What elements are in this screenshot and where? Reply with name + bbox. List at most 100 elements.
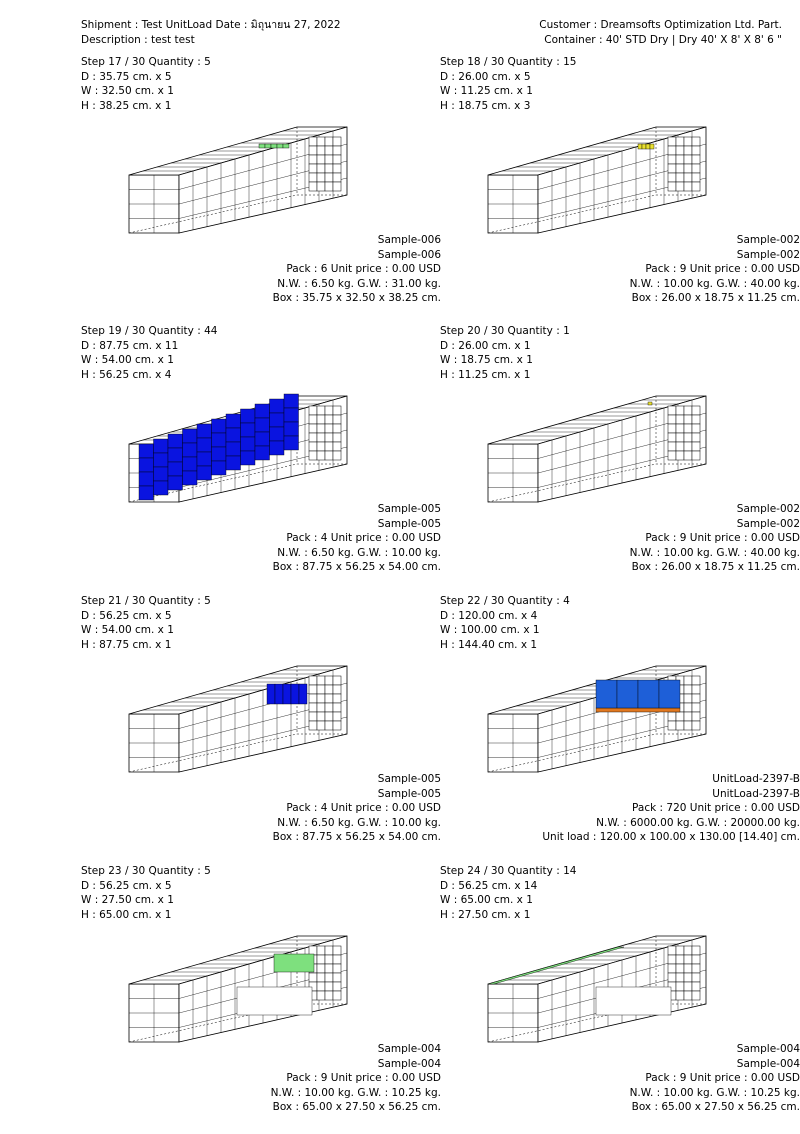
step-panel: Step 22 / 30 Quantity : 4 D : 120.00 cm. … bbox=[440, 594, 800, 864]
pack-price-line: Pack : 6 Unit price : 0.00 USD bbox=[286, 263, 441, 276]
step-info: Step 17 / 30 Quantity : 5 D : 35.75 cm. x… bbox=[81, 55, 211, 113]
depth-line: D : 35.75 cm. x 5 bbox=[81, 70, 172, 83]
header-left: Shipment : Test UnitLoad Date : มิถุนายน… bbox=[81, 18, 341, 48]
pack-price-line: Pack : 720 Unit price : 0.00 USD bbox=[632, 802, 800, 815]
pack-price-line: Pack : 9 Unit price : 0.00 USD bbox=[645, 1072, 800, 1085]
step-panel: Step 23 / 30 Quantity : 5 D : 56.25 cm. x… bbox=[81, 864, 441, 1134]
item-name-secondary: Sample-005 bbox=[377, 787, 441, 800]
item-name: Sample-004 bbox=[377, 1043, 441, 1055]
pack-price-line: Pack : 4 Unit price : 0.00 USD bbox=[286, 532, 441, 545]
container-3d-view bbox=[487, 935, 707, 1043]
depth-line: D : 56.25 cm. x 5 bbox=[81, 609, 172, 622]
depth-line: D : 56.25 cm. x 5 bbox=[81, 879, 172, 892]
box-dimension-line: Box : 65.00 x 27.50 x 56.25 cm. bbox=[631, 1101, 800, 1114]
width-line: W : 54.00 cm. x 1 bbox=[81, 354, 174, 367]
depth-line: D : 26.00 cm. x 5 bbox=[440, 70, 531, 83]
width-line: W : 54.00 cm. x 1 bbox=[81, 624, 174, 637]
customer-line: Customer : Dreamsofts Optimization Ltd. … bbox=[539, 19, 782, 31]
step-quantity-line: Step 23 / 30 Quantity : 5 bbox=[81, 865, 211, 877]
step-panel: Step 17 / 30 Quantity : 5 D : 35.75 cm. x… bbox=[81, 55, 441, 325]
weight-line: N.W. : 10.00 kg. G.W. : 40.00 kg. bbox=[629, 546, 800, 559]
height-line: H : 56.25 cm. x 4 bbox=[81, 368, 172, 381]
item-name-secondary: Sample-004 bbox=[377, 1057, 441, 1070]
weight-line: N.W. : 6.50 kg. G.W. : 10.00 kg. bbox=[277, 816, 441, 829]
step-info: Step 22 / 30 Quantity : 4 D : 120.00 cm. … bbox=[440, 594, 570, 652]
height-line: H : 11.25 cm. x 1 bbox=[440, 368, 531, 381]
shipment-line: Shipment : Test UnitLoad Date : มิถุนายน… bbox=[81, 19, 341, 31]
box-dimension-line: Box : 87.75 x 56.25 x 54.00 cm. bbox=[272, 561, 441, 574]
width-line: W : 32.50 cm. x 1 bbox=[81, 85, 174, 98]
height-line: H : 87.75 cm. x 1 bbox=[81, 638, 172, 651]
width-line: W : 65.00 cm. x 1 bbox=[440, 894, 533, 907]
box-dimension-line: Box : 35.75 x 32.50 x 38.25 cm. bbox=[272, 292, 441, 305]
step-quantity-line: Step 20 / 30 Quantity : 1 bbox=[440, 325, 570, 337]
step-quantity-line: Step 24 / 30 Quantity : 14 bbox=[440, 865, 577, 877]
step-panel: Step 18 / 30 Quantity : 15 D : 26.00 cm. … bbox=[440, 55, 800, 325]
width-line: W : 27.50 cm. x 1 bbox=[81, 894, 174, 907]
step-panel: Step 19 / 30 Quantity : 44 D : 87.75 cm. … bbox=[81, 324, 441, 594]
height-line: H : 65.00 cm. x 1 bbox=[81, 908, 172, 921]
step-quantity-line: Step 18 / 30 Quantity : 15 bbox=[440, 56, 577, 68]
height-line: H : 27.50 cm. x 1 bbox=[440, 908, 531, 921]
item-name: Sample-005 bbox=[377, 773, 441, 785]
depth-line: D : 56.25 cm. x 14 bbox=[440, 879, 538, 892]
container-3d-view bbox=[487, 665, 707, 773]
box-dimension-line: Box : 26.00 x 18.75 x 11.25 cm. bbox=[631, 292, 800, 305]
step-info: Step 20 / 30 Quantity : 1 D : 26.00 cm. x… bbox=[440, 324, 570, 382]
item-name-secondary: Sample-004 bbox=[736, 1057, 800, 1070]
weight-line: N.W. : 10.00 kg. G.W. : 10.25 kg. bbox=[270, 1086, 441, 1099]
weight-line: N.W. : 6000.00 kg. G.W. : 20000.00 kg. bbox=[596, 816, 800, 829]
box-dimension-line: Box : 87.75 x 56.25 x 54.00 cm. bbox=[272, 831, 441, 844]
width-line: W : 100.00 cm. x 1 bbox=[440, 624, 540, 637]
container-3d-view bbox=[487, 395, 707, 503]
step-panel: Step 24 / 30 Quantity : 14 D : 56.25 cm. … bbox=[440, 864, 800, 1134]
step-panel: Step 21 / 30 Quantity : 5 D : 56.25 cm. x… bbox=[81, 594, 441, 864]
step-info: Step 21 / 30 Quantity : 5 D : 56.25 cm. x… bbox=[81, 594, 211, 652]
container-3d-view bbox=[128, 665, 348, 773]
container-3d-view bbox=[128, 393, 348, 503]
box-dimension-line: Box : 26.00 x 18.75 x 11.25 cm. bbox=[631, 561, 800, 574]
item-name: Sample-002 bbox=[736, 503, 800, 515]
item-name: Sample-006 bbox=[377, 234, 441, 246]
weight-line: N.W. : 10.00 kg. G.W. : 40.00 kg. bbox=[629, 277, 800, 290]
step-quantity-line: Step 19 / 30 Quantity : 44 bbox=[81, 325, 218, 337]
item-name: Sample-005 bbox=[377, 503, 441, 515]
height-line: H : 38.25 cm. x 1 bbox=[81, 99, 172, 112]
step-info: Step 23 / 30 Quantity : 5 D : 56.25 cm. x… bbox=[81, 864, 211, 922]
width-line: W : 11.25 cm. x 1 bbox=[440, 85, 533, 98]
pack-price-line: Pack : 9 Unit price : 0.00 USD bbox=[286, 1072, 441, 1085]
box-dimension-line: Unit load : 120.00 x 100.00 x 130.00 [14… bbox=[542, 831, 800, 844]
item-name-secondary: Sample-006 bbox=[377, 248, 441, 261]
container-3d-view bbox=[128, 935, 348, 1043]
box-dimension-line: Box : 65.00 x 27.50 x 56.25 cm. bbox=[272, 1101, 441, 1114]
description-line: Description : test test bbox=[81, 34, 195, 46]
step-info: Step 24 / 30 Quantity : 14 D : 56.25 cm. … bbox=[440, 864, 576, 922]
item-name: UnitLoad-2397-B bbox=[712, 773, 800, 785]
item-name-secondary: Sample-002 bbox=[736, 248, 800, 261]
item-name-secondary: Sample-005 bbox=[377, 517, 441, 530]
container-line: Container : 40' STD Dry | Dry 40' X 8' X… bbox=[544, 34, 782, 46]
pack-price-line: Pack : 9 Unit price : 0.00 USD bbox=[645, 263, 800, 276]
height-line: H : 18.75 cm. x 3 bbox=[440, 99, 531, 112]
height-line: H : 144.40 cm. x 1 bbox=[440, 638, 538, 651]
pack-price-line: Pack : 4 Unit price : 0.00 USD bbox=[286, 802, 441, 815]
container-3d-view bbox=[128, 126, 348, 234]
step-info: Step 19 / 30 Quantity : 44 D : 87.75 cm. … bbox=[81, 324, 217, 382]
depth-line: D : 26.00 cm. x 1 bbox=[440, 339, 531, 352]
container-3d-view bbox=[487, 126, 707, 234]
step-info: Step 18 / 30 Quantity : 15 D : 26.00 cm. … bbox=[440, 55, 576, 113]
header-right: Customer : Dreamsofts Optimization Ltd. … bbox=[539, 18, 782, 48]
item-name-secondary: Sample-002 bbox=[736, 517, 800, 530]
step-quantity-line: Step 22 / 30 Quantity : 4 bbox=[440, 595, 570, 607]
weight-line: N.W. : 6.50 kg. G.W. : 31.00 kg. bbox=[277, 277, 441, 290]
step-quantity-line: Step 21 / 30 Quantity : 5 bbox=[81, 595, 211, 607]
depth-line: D : 87.75 cm. x 11 bbox=[81, 339, 179, 352]
step-quantity-line: Step 17 / 30 Quantity : 5 bbox=[81, 56, 211, 68]
depth-line: D : 120.00 cm. x 4 bbox=[440, 609, 538, 622]
